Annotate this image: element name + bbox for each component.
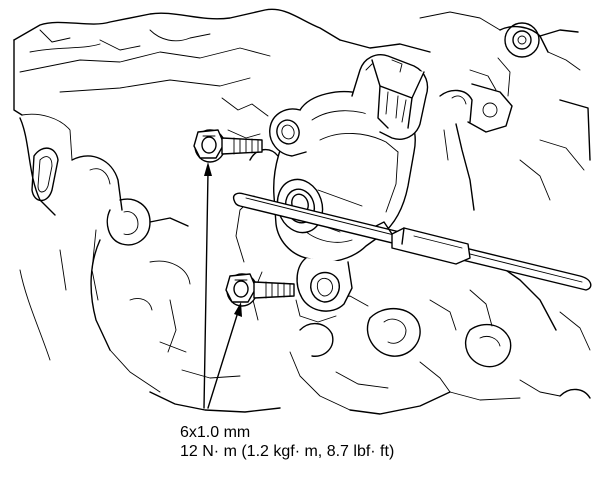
pointer-rod-icon	[232, 192, 592, 291]
bolt-icon	[193, 129, 263, 163]
leader-line	[203, 162, 212, 409]
transmission-housing-icon	[13, 8, 591, 415]
bolt-icon	[225, 273, 295, 307]
switch-sensor-icon	[269, 54, 429, 323]
torque-spec-label: 12 N· m (1.2 kgf· m, 8.7 lbf· ft)	[180, 443, 395, 460]
leader-line	[207, 302, 242, 409]
bolt-size-label: 6x1.0 mm	[180, 424, 251, 441]
